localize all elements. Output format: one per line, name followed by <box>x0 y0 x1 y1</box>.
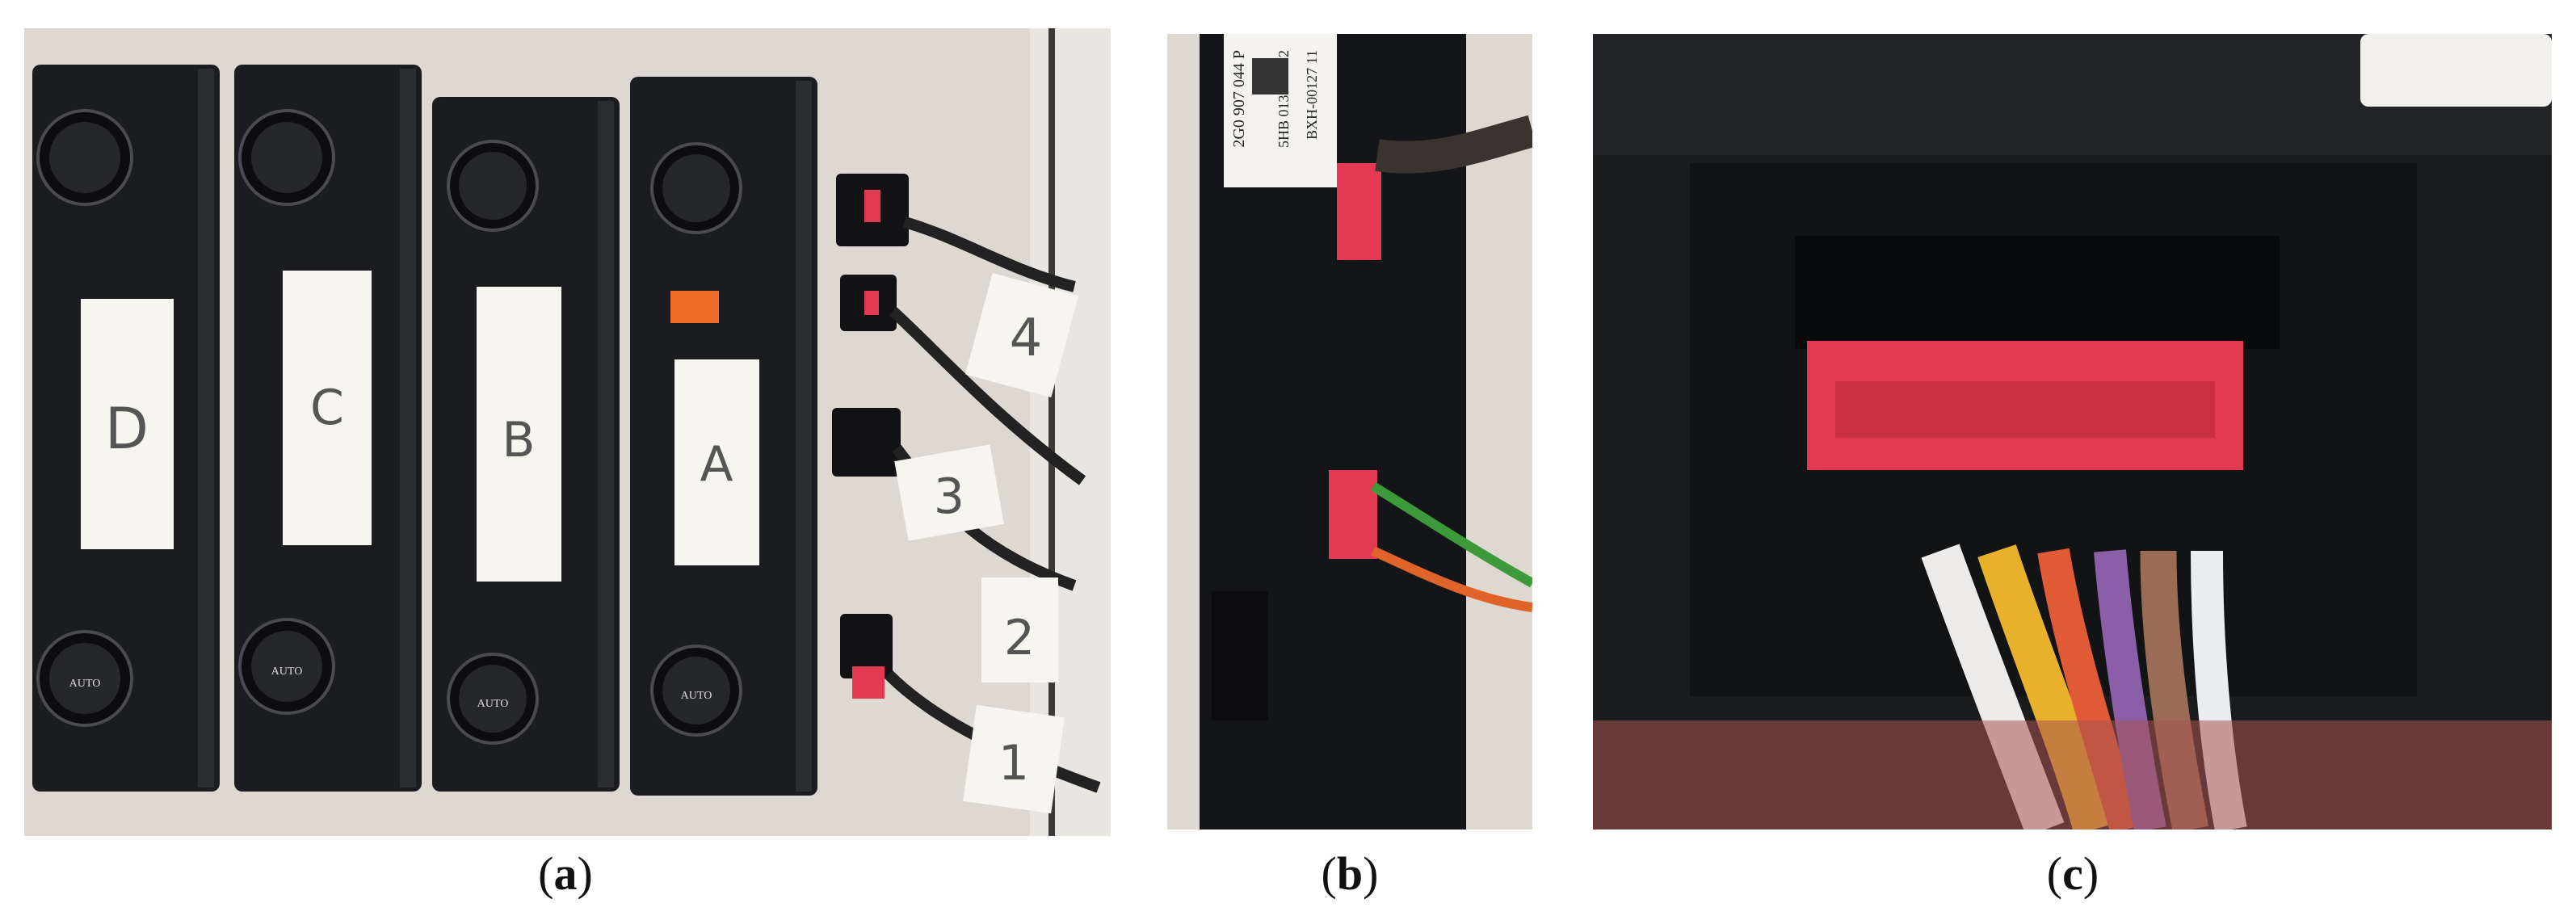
climate-unit-c: C AUTO <box>234 65 422 792</box>
cable-tag-2: 2 <box>1004 610 1035 666</box>
climate-unit-b: B AUTO <box>432 97 620 792</box>
knob-label: AUTO <box>69 678 101 690</box>
cable-tag-1: 1 <box>998 735 1029 792</box>
caption-a: (a) <box>538 847 593 900</box>
caption-b: (b) <box>1321 847 1379 900</box>
knob-label: AUTO <box>681 690 712 702</box>
connector-top <box>1337 163 1381 260</box>
unit-tag-d: D <box>105 396 149 462</box>
photo-a-climate-units: D AUTO C AUTO B AUTO <box>24 28 1111 836</box>
knob-label: AUTO <box>271 666 303 678</box>
cable-harnesses: 4 3 2 1 <box>832 174 1101 814</box>
unit-tag-c: C <box>310 380 344 436</box>
climate-unit-a: A AUTO <box>630 77 817 796</box>
photo-c-connector-closeup <box>1593 34 2552 830</box>
knob-label: AUTO <box>477 698 509 710</box>
qr-code-icon <box>1252 58 1288 94</box>
cable-tag-4: 4 <box>1010 309 1043 368</box>
unit-tag-a: A <box>700 436 733 493</box>
sticker-line-1: 2G0 907 044 P <box>1230 50 1248 148</box>
photo-b-unit-back: 2G0 907 044 P 5HB 013 827-52 BXH-00127 1… <box>1167 34 1532 830</box>
caption-c: (c) <box>2046 847 2099 900</box>
sticker-line-3: BXH-00127 11 <box>1304 50 1320 140</box>
climate-unit-d: D AUTO <box>32 65 220 792</box>
cable-tag-3: 3 <box>934 468 964 525</box>
connector-bottom <box>1329 470 1377 559</box>
unit-tag-b: B <box>502 412 535 468</box>
